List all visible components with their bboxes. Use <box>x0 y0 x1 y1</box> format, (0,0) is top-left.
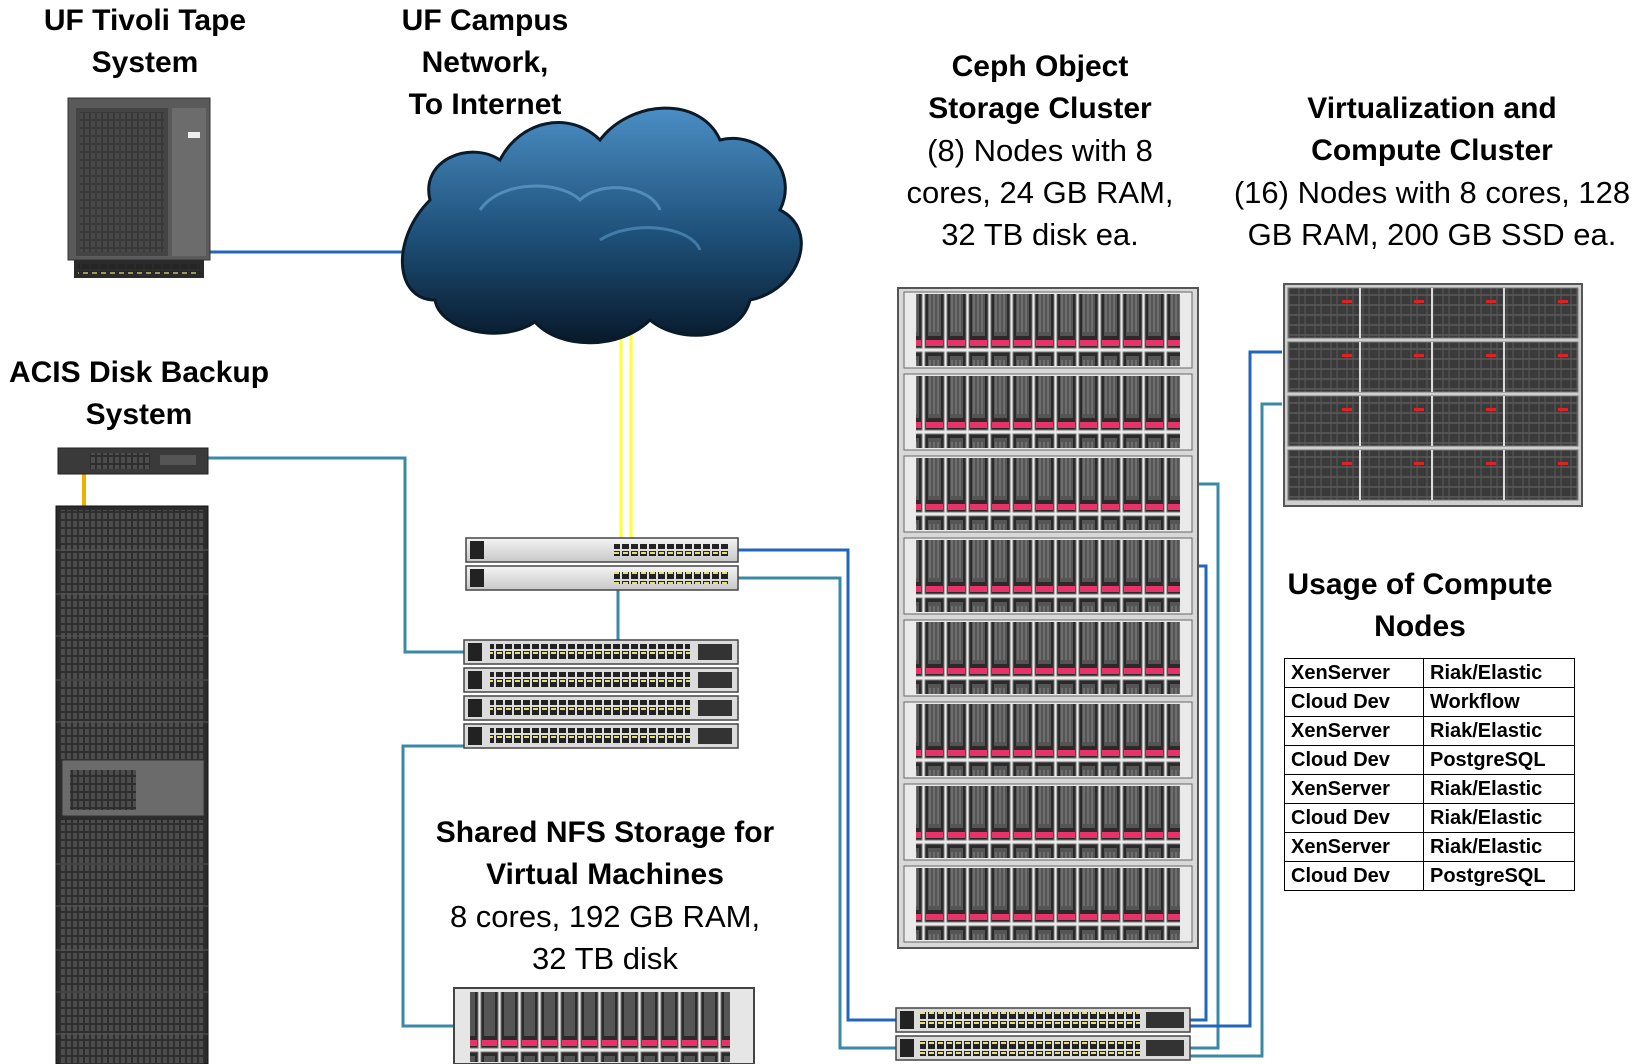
node-use-cell: Riak/Elastic <box>1423 716 1575 746</box>
tape-system-label: UF Tivoli Tape System <box>20 0 270 84</box>
link-switch-to-nfs <box>401 744 488 1028</box>
ceph-node <box>903 455 1193 533</box>
ceph-cluster-label: Ceph Object Storage Cluster (8) Nodes wi… <box>880 46 1200 256</box>
link-acis-to-switch <box>205 456 488 654</box>
compute-row <box>1287 395 1579 447</box>
ceph-node <box>903 537 1193 615</box>
link-compute-to-bottom-switch-1 <box>1188 350 1282 1028</box>
ceph-cluster-icon <box>897 287 1199 949</box>
ceph-desc-line2: cores, 24 GB RAM, <box>906 175 1174 210</box>
ceph-title-line1: Ceph Object <box>951 50 1129 83</box>
acis-head-unit-icon <box>57 447 209 475</box>
table-row: XenServer Riak/Elastic <box>1284 774 1575 804</box>
tape-title-line2: System <box>91 46 199 79</box>
core-router-icon <box>465 537 739 591</box>
ceph-node <box>903 373 1193 451</box>
usage-title-line1: Usage of Compute <box>1287 568 1553 601</box>
nfs-storage-icon <box>453 987 755 1064</box>
virt-title-line2: Compute Cluster <box>1311 134 1553 167</box>
tape-title-line1: UF Tivoli Tape <box>43 4 247 37</box>
nfs-desc-line2: 32 TB disk <box>532 941 678 976</box>
ceph-title-line2: Storage Cluster <box>928 92 1152 125</box>
table-row: Cloud Dev PostgreSQL <box>1284 861 1575 891</box>
link-ceph-to-bottom-switch-1 <box>1182 482 1220 1050</box>
virt-title-line1: Virtualization and <box>1307 92 1557 125</box>
acis-disk-array-icon <box>55 505 209 1064</box>
campus-title-line1: UF Campus <box>401 4 569 37</box>
virt-desc-line2: GB RAM, 200 GB SSD ea. <box>1247 217 1617 252</box>
ceph-desc-line1: (8) Nodes with 8 <box>927 133 1153 168</box>
link-router-to-bottom-switch-1 <box>735 548 920 1022</box>
nfs-title-line2: Virtual Machines <box>486 858 724 891</box>
ceph-node <box>903 619 1193 697</box>
node-use-cell: PostgreSQL <box>1423 861 1575 891</box>
node-type-cell: Cloud Dev <box>1284 745 1424 775</box>
table-row: Cloud Dev Workflow <box>1284 687 1575 717</box>
tape-system-icon <box>67 97 211 278</box>
node-use-cell: Workflow <box>1423 687 1575 717</box>
table-row: XenServer Riak/Elastic <box>1284 658 1575 688</box>
internet-cloud-icon <box>400 106 803 345</box>
ceph-desc-line3: 32 TB disk ea. <box>941 217 1139 252</box>
table-row: XenServer Riak/Elastic <box>1284 832 1575 862</box>
node-use-cell: PostgreSQL <box>1423 745 1575 775</box>
node-type-cell: Cloud Dev <box>1284 861 1424 891</box>
campus-title-line3: To Internet <box>408 88 562 121</box>
node-use-cell: Riak/Elastic <box>1423 774 1575 804</box>
link-router-to-bottom-switch-2 <box>735 576 920 1050</box>
storage-switch-icon <box>895 1007 1191 1061</box>
virt-desc-line1: (16) Nodes with 8 cores, 128 <box>1233 175 1631 210</box>
campus-network-label: UF Campus Network, To Internet <box>380 0 590 126</box>
ceph-node <box>903 701 1193 779</box>
connection-lines <box>82 250 1282 1058</box>
node-type-cell: Cloud Dev <box>1284 803 1424 833</box>
table-row: Cloud Dev PostgreSQL <box>1284 745 1575 775</box>
table-row: Cloud Dev Riak/Elastic <box>1284 803 1575 833</box>
ceph-node <box>903 783 1193 861</box>
node-use-cell: Riak/Elastic <box>1423 832 1575 862</box>
link-compute-to-bottom-switch-2 <box>1188 402 1282 1058</box>
acis-backup-label: ACIS Disk Backup System <box>4 352 274 436</box>
acis-title-line1: ACIS Disk Backup <box>8 356 270 389</box>
node-type-cell: XenServer <box>1284 716 1424 746</box>
ceph-node <box>903 291 1193 369</box>
compute-row <box>1287 449 1579 501</box>
node-type-cell: XenServer <box>1284 832 1424 862</box>
usage-table: XenServer Riak/Elastic Cloud Dev Workflo… <box>1284 658 1575 891</box>
campus-title-line2: Network, <box>421 46 549 79</box>
nfs-desc-line1: 8 cores, 192 GB RAM, <box>449 899 761 934</box>
ceph-node <box>903 865 1193 943</box>
acis-title-line2: System <box>85 398 193 431</box>
compute-cluster-icon <box>1283 283 1583 507</box>
node-type-cell: Cloud Dev <box>1284 687 1424 717</box>
node-use-cell: Riak/Elastic <box>1423 803 1575 833</box>
node-use-cell: Riak/Elastic <box>1423 658 1575 688</box>
usage-title-line2: Nodes <box>1374 610 1466 643</box>
nfs-storage-label: Shared NFS Storage for Virtual Machines … <box>430 812 780 980</box>
nfs-title-line1: Shared NFS Storage for <box>435 816 775 849</box>
compute-cluster-label: Virtualization and Compute Cluster (16) … <box>1222 88 1642 256</box>
table-row: XenServer Riak/Elastic <box>1284 716 1575 746</box>
node-type-cell: XenServer <box>1284 658 1424 688</box>
compute-row <box>1287 287 1579 339</box>
node-type-cell: XenServer <box>1284 774 1424 804</box>
access-switch-stack-icon <box>463 639 739 749</box>
compute-row <box>1287 341 1579 393</box>
usage-table-title: Usage of Compute Nodes <box>1270 564 1570 648</box>
